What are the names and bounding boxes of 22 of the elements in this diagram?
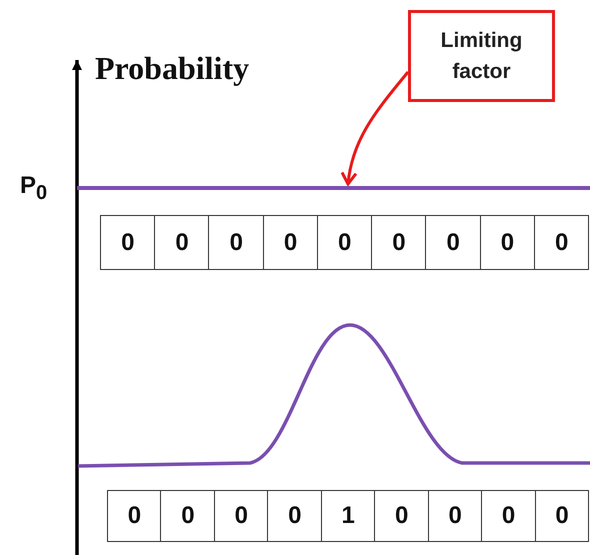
callout-box: Limiting factor — [408, 10, 555, 102]
table-cell: 0 — [154, 215, 210, 270]
table-cell: 0 — [214, 490, 269, 542]
table-cell: 0 — [480, 215, 536, 270]
table-cell: 0 — [481, 490, 536, 542]
axis-tick-label: P$_{0}$ — [20, 172, 48, 205]
table-cell: 0 — [534, 215, 590, 270]
table-cell: 0 — [316, 215, 373, 270]
axis-title: Probability — [95, 50, 250, 87]
table-cell: 0 — [374, 490, 430, 542]
table-cell: 0 — [262, 215, 318, 270]
table-cell: 0 — [160, 490, 216, 542]
table-cell: 0 — [425, 215, 482, 270]
table-cell: 0 — [267, 490, 322, 542]
table-cell: 0 — [208, 215, 264, 270]
leader-arrow — [340, 71, 410, 186]
table-cell: 0 — [428, 490, 483, 542]
table-cell: 0 — [371, 215, 427, 270]
table-cell: 0 — [100, 215, 156, 270]
table-cell: 1 — [320, 490, 376, 542]
table-cell: 0 — [534, 490, 590, 542]
table-cell: 0 — [107, 490, 162, 542]
